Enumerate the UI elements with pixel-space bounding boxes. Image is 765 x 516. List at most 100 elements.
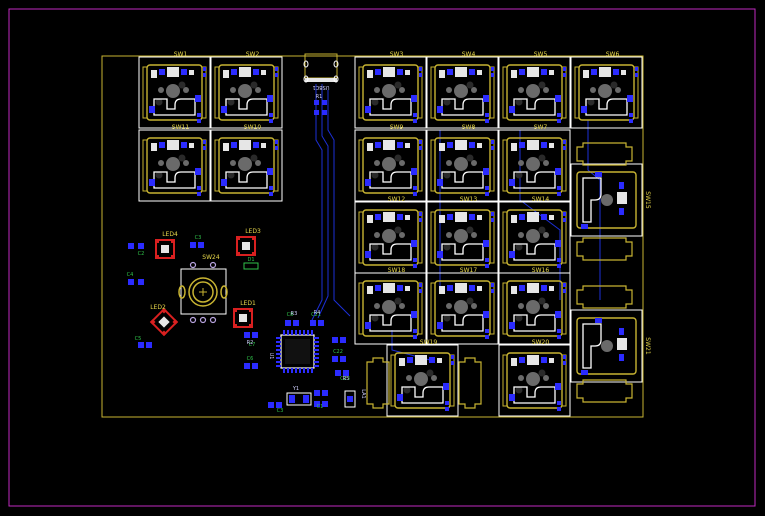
diode-pad xyxy=(485,186,489,190)
switch-sw19: SW19 xyxy=(386,339,459,417)
switch-pad xyxy=(613,69,619,75)
hotswap-pad xyxy=(581,370,588,375)
diode-pad xyxy=(203,146,206,150)
switch-led-pad xyxy=(239,67,251,77)
switch-pin-hole xyxy=(446,87,452,93)
mcu-pin xyxy=(314,341,319,343)
switch-center-hole xyxy=(454,157,468,171)
diode-pad xyxy=(491,289,494,293)
switch-pad xyxy=(397,142,403,148)
smd-pad-0 xyxy=(128,243,134,249)
drawing-frame xyxy=(8,8,756,507)
switch-pin-hole xyxy=(443,243,451,251)
hotswap-pad-left xyxy=(365,179,371,186)
mcu-pin xyxy=(303,330,305,335)
switch-pin-hole xyxy=(515,171,523,179)
diode-pad xyxy=(485,119,489,123)
switch-pin-hole xyxy=(255,160,261,166)
switch-sw5: SW5 xyxy=(498,51,571,129)
switch-pad xyxy=(367,215,373,223)
switch-pin-hole xyxy=(178,154,186,162)
switch-pin-hole xyxy=(543,160,549,166)
led-outline xyxy=(236,236,256,256)
encoder-mount-tab xyxy=(178,285,186,299)
switch-led-pad xyxy=(617,192,627,204)
hotswap-pad-right xyxy=(555,168,561,175)
capacitor-ref-label-4: C6 xyxy=(247,356,254,362)
usb-ref-label: USBC1 xyxy=(313,84,330,90)
smd-pad-13 xyxy=(293,320,299,326)
diode-pad xyxy=(563,67,566,71)
hotswap-pad-left xyxy=(509,106,515,113)
diode-pad xyxy=(419,283,422,287)
switch-led-pad xyxy=(383,140,395,150)
switch-ref-label: SW20 xyxy=(532,339,550,346)
switch-pin-hole xyxy=(250,154,258,162)
led-outline xyxy=(233,308,253,328)
mcu-pin xyxy=(295,368,297,373)
resistor-pad-1 xyxy=(322,100,327,105)
switch-clip-left xyxy=(390,354,396,407)
switch-pad xyxy=(519,285,525,291)
switch-led-pad xyxy=(527,140,539,150)
resistor-ref-label-0: R2 xyxy=(247,340,254,346)
switch-pad xyxy=(477,70,482,75)
mcu-pin xyxy=(287,368,289,373)
switch-pad xyxy=(261,143,266,148)
switch-pin-hole xyxy=(250,81,258,89)
smd-pad-5 xyxy=(138,279,144,285)
switch-center-hole xyxy=(238,157,252,171)
hotswap-pad-right xyxy=(627,95,633,102)
hotswap-pad-left xyxy=(149,179,155,186)
resistor-ref-label-1: R3 xyxy=(291,311,298,317)
encoder-knob-inner xyxy=(192,281,214,303)
diode-pad xyxy=(419,146,422,150)
stabilizer-bottom-sw21 xyxy=(576,379,633,403)
mcu-pin xyxy=(311,330,313,335)
smd-pad-3 xyxy=(198,242,204,248)
switch-pin-hole xyxy=(155,171,163,179)
switch-pin-hole xyxy=(466,297,474,305)
diode-pad xyxy=(557,401,561,405)
led-ref-label: LED4 xyxy=(162,231,178,238)
led-2 xyxy=(149,307,179,337)
switch-keycap-outline xyxy=(426,272,499,345)
switch-pin-hole xyxy=(371,98,379,106)
switch-led-pad xyxy=(527,212,539,222)
capacitor-ref-label-8: C22 xyxy=(333,349,343,355)
mcu-pin xyxy=(276,361,281,363)
hotswap-pad-right xyxy=(443,383,449,390)
switch-pad xyxy=(375,69,381,75)
diode-pad xyxy=(557,186,561,190)
hotswap-pad-right xyxy=(411,240,417,247)
switch-pad xyxy=(519,142,525,148)
led-pad xyxy=(155,255,159,259)
diode-pad xyxy=(635,73,638,77)
switch-led-pad xyxy=(383,67,395,77)
switch-pin-hole xyxy=(374,303,380,309)
led-pad xyxy=(249,324,253,328)
switch-ref-label: SW1 xyxy=(174,51,188,58)
switch-sw2: SW2 xyxy=(210,51,283,129)
switch-pad xyxy=(511,286,517,294)
switch-pad xyxy=(189,70,194,75)
switch-center-hole xyxy=(454,229,468,243)
mcu-pin xyxy=(276,341,281,343)
switch-pad xyxy=(621,70,626,75)
diode-pad xyxy=(485,113,489,117)
switch-pin-hole xyxy=(543,303,549,309)
switch-pad xyxy=(549,358,554,363)
capacitor-ref-label-9: C23 xyxy=(340,376,350,382)
diode-pad xyxy=(413,192,417,196)
encoder-ref-label: SW24 xyxy=(202,254,220,261)
switch-pin-hole xyxy=(518,232,524,238)
switch-pin-hole xyxy=(543,375,549,381)
switch-ref-label: SW12 xyxy=(388,196,406,203)
switch-keycap-outline xyxy=(570,309,643,383)
diode-pad xyxy=(413,258,417,262)
led-outline xyxy=(149,307,179,337)
switch-ref-label: SW7 xyxy=(534,124,548,131)
switch-pin-hole xyxy=(471,303,477,309)
switch-pad xyxy=(375,214,381,220)
